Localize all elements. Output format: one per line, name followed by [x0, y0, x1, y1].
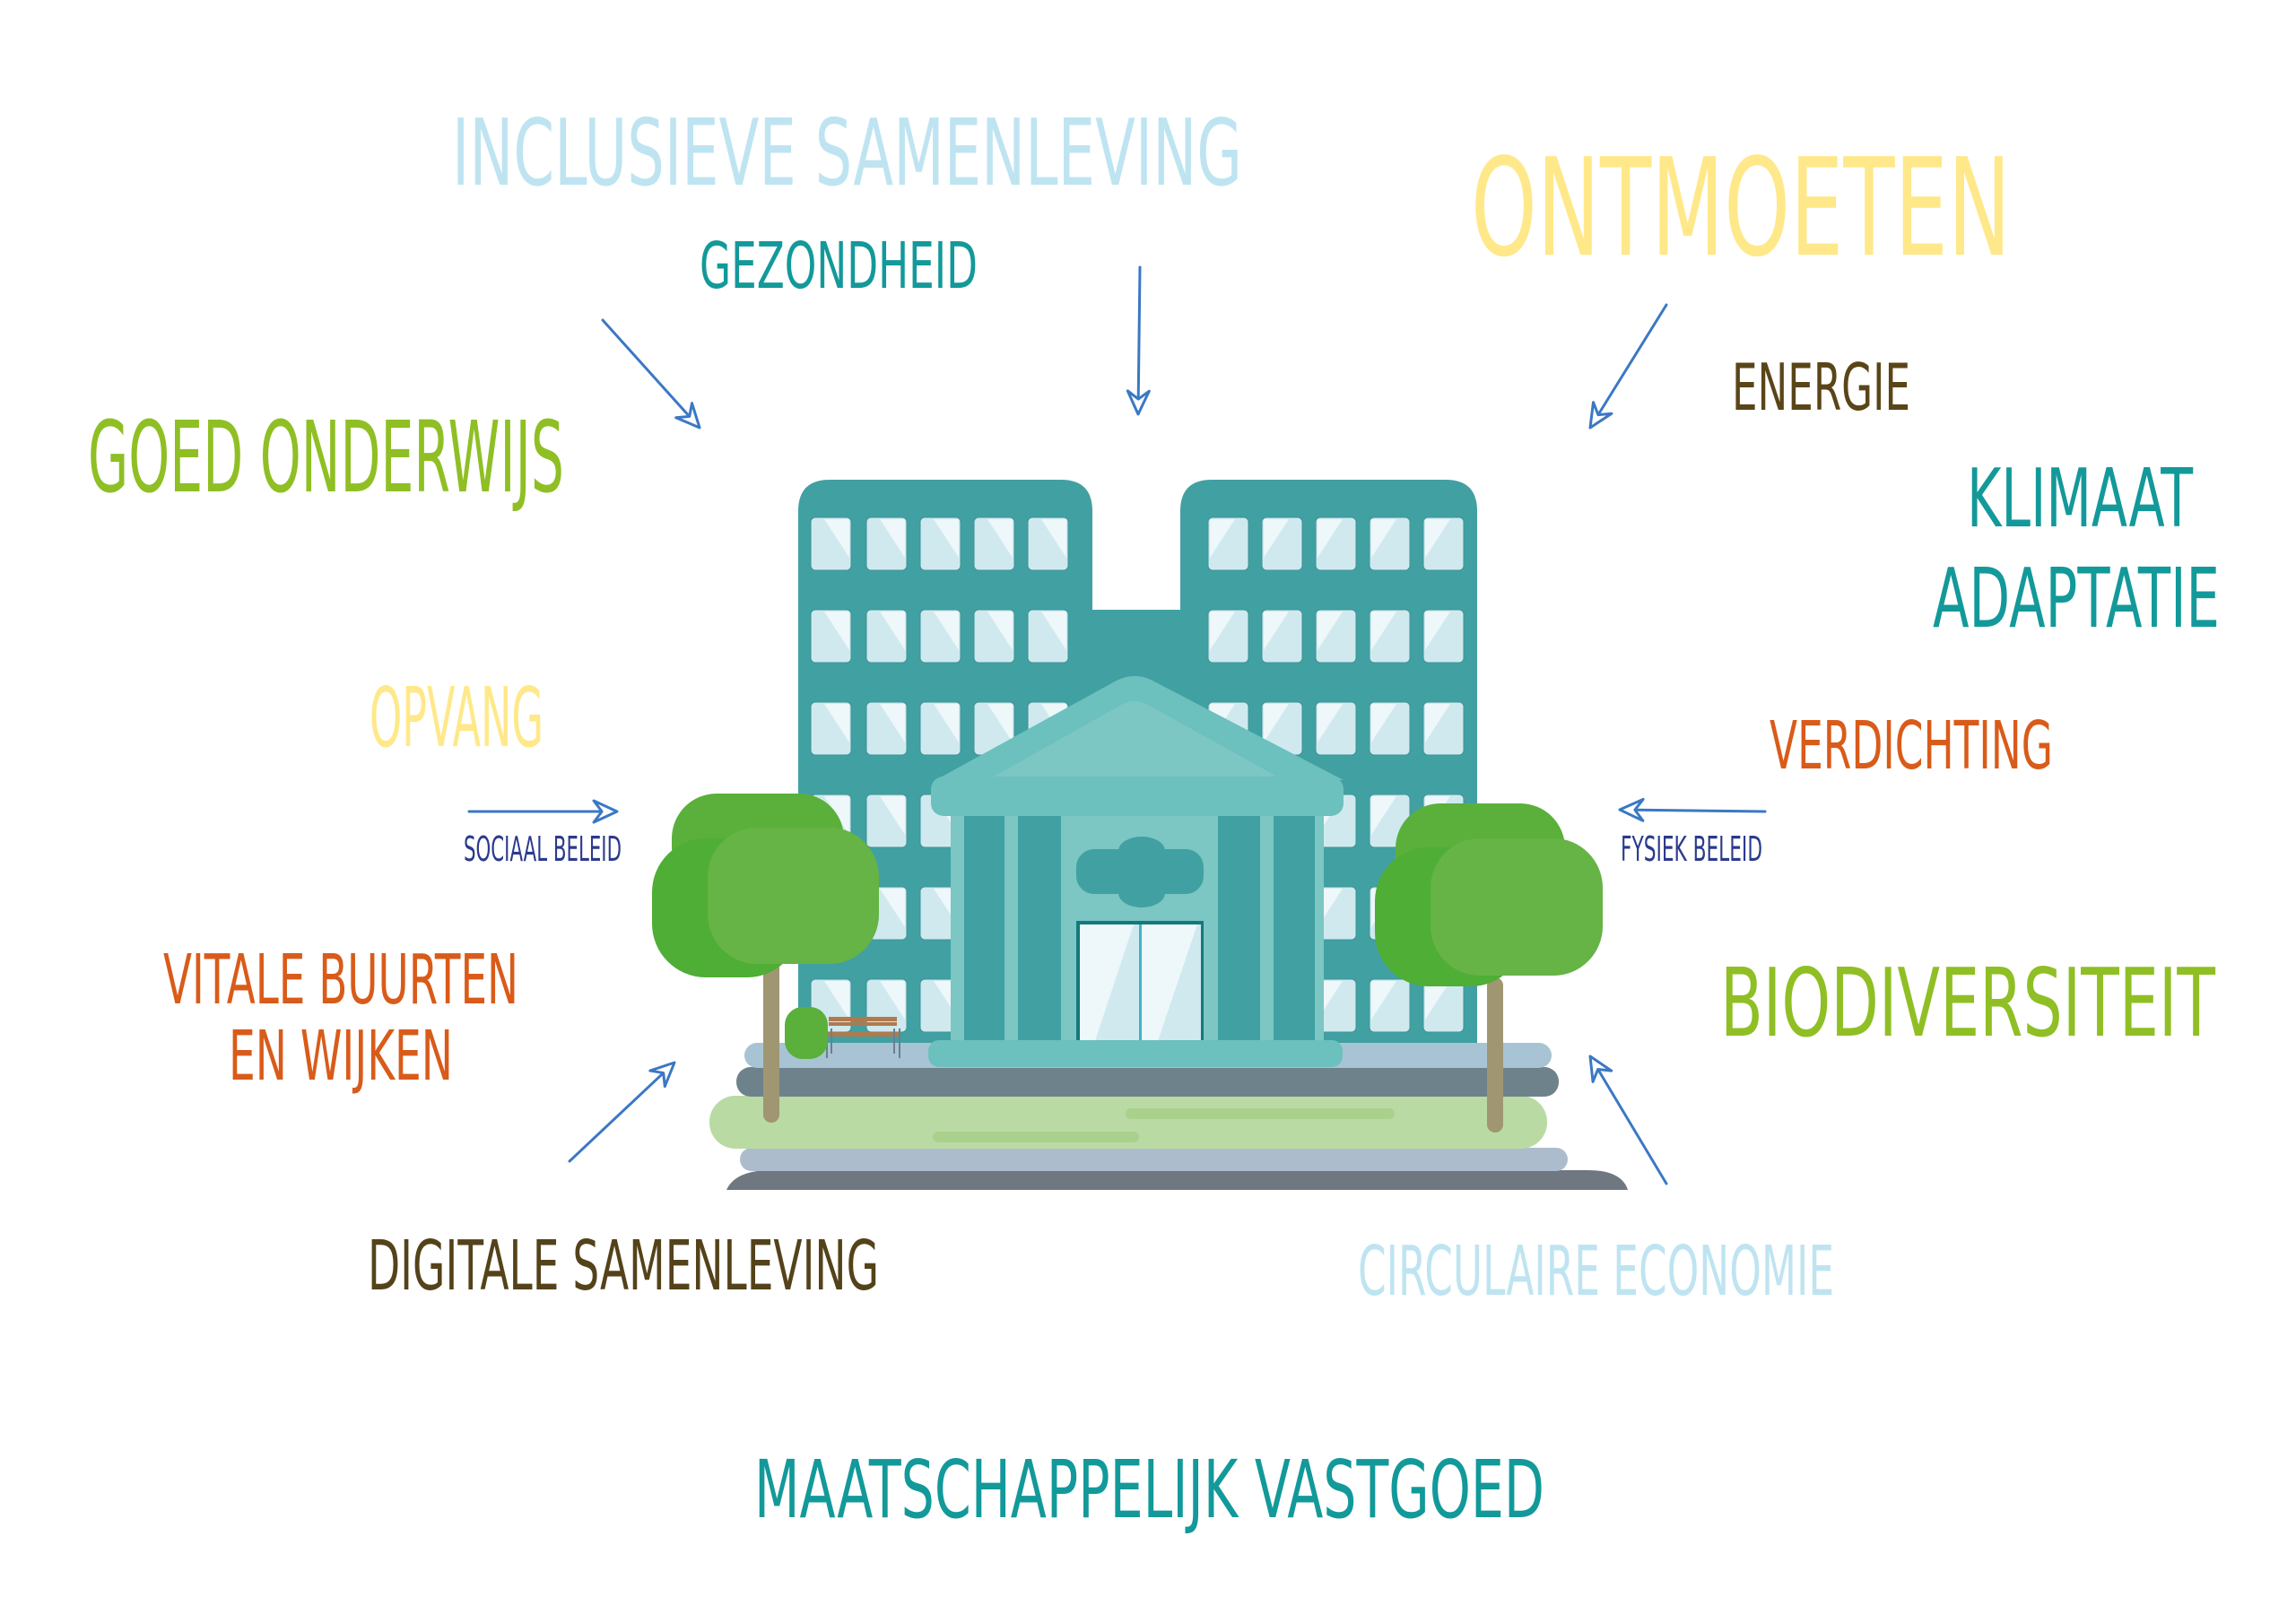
- portico: [928, 676, 1344, 1067]
- portico-sign: [1076, 837, 1204, 907]
- tree-right: [1375, 803, 1603, 1133]
- theme-opvang: OPVANG: [370, 669, 544, 766]
- theme-energie: ENERGIE: [1732, 351, 1910, 427]
- theme-digitale-samenleving: DIGITALE SAMENLEVING: [368, 1226, 879, 1306]
- theme-vitale-buurten: VITALE BUURTEN: [163, 940, 518, 1020]
- theme-verdichting: VERDICHTING: [1770, 707, 2053, 785]
- theme-gezondheid: GEZONDHEID: [700, 228, 978, 303]
- theme-biodiversiteit: BIODIVERSITEIT: [1720, 947, 2215, 1058]
- theme-ontmoeten: ONTMOETEN: [1471, 128, 2011, 287]
- theme-circulaire-economie: CIRCULAIRE ECONOMIE: [1358, 1231, 1834, 1312]
- theme-klimaat: KLIMAAT: [1967, 451, 2193, 546]
- theme-en-wijken: EN WIJKEN: [229, 1016, 453, 1097]
- policy-fysiek-beleid: FYSIEK BELEID: [1621, 829, 1762, 871]
- policy-sociaal-beleid: SOCIAAL BELEID: [464, 829, 622, 871]
- bush: [785, 1007, 828, 1059]
- theme-inclusieve-samenleving: INCLUSIEVE SAMENLEVING: [452, 100, 1242, 208]
- page-title: MAATSCHAPPELIJK VASTGOED: [754, 1443, 1544, 1537]
- theme-adaptatie: ADAPTATIE: [1933, 550, 2220, 647]
- theme-goed-onderwijs: GOED ONDERWIJS: [88, 400, 564, 516]
- entrance-door: [1076, 921, 1204, 1044]
- tree-left: [652, 794, 879, 1123]
